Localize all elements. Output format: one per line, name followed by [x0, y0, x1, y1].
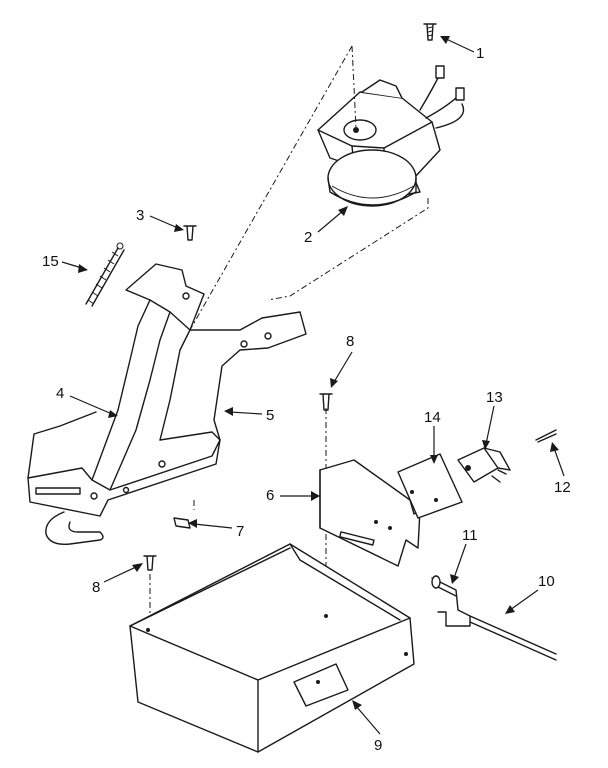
callout-15: 15	[42, 253, 59, 270]
callout-14: 14	[424, 409, 441, 426]
callout-labels: 1 2 3 15 4 5 8 6 7 8 9 10 11 12 13 14	[42, 45, 571, 754]
part-9-drip-tray	[129, 543, 415, 753]
part-7-screw	[173, 517, 191, 529]
callout-13: 13	[486, 389, 503, 406]
callout-2: 2	[304, 229, 312, 246]
callout-9: 9	[374, 737, 382, 754]
part-4-5-frame	[27, 263, 307, 545]
callout-leaders	[61, 36, 565, 735]
part-14-plate	[397, 453, 463, 519]
part-8-screw-upper	[319, 393, 333, 411]
callout-12: 12	[554, 479, 571, 496]
callout-7: 7	[236, 523, 244, 540]
callout-11: 11	[462, 527, 478, 544]
part-1-screw	[423, 23, 437, 41]
callout-8-upper: 8	[346, 333, 354, 350]
part-13-switch	[457, 447, 511, 483]
part-10-11-rod	[431, 575, 557, 661]
part-6-bracket	[319, 459, 421, 567]
callout-1: 1	[476, 45, 484, 62]
callout-6: 6	[266, 487, 274, 504]
part-2-motor-assembly	[317, 65, 465, 207]
callout-4: 4	[56, 385, 64, 402]
part-12-screw	[535, 429, 557, 443]
callout-10: 10	[538, 573, 555, 590]
callout-3: 3	[136, 207, 144, 224]
callout-8-lower: 8	[92, 579, 100, 596]
part-3-screw	[183, 225, 197, 241]
callout-5: 5	[266, 407, 274, 424]
part-15-spring	[85, 242, 125, 307]
part-8-screw-lower	[143, 555, 157, 571]
